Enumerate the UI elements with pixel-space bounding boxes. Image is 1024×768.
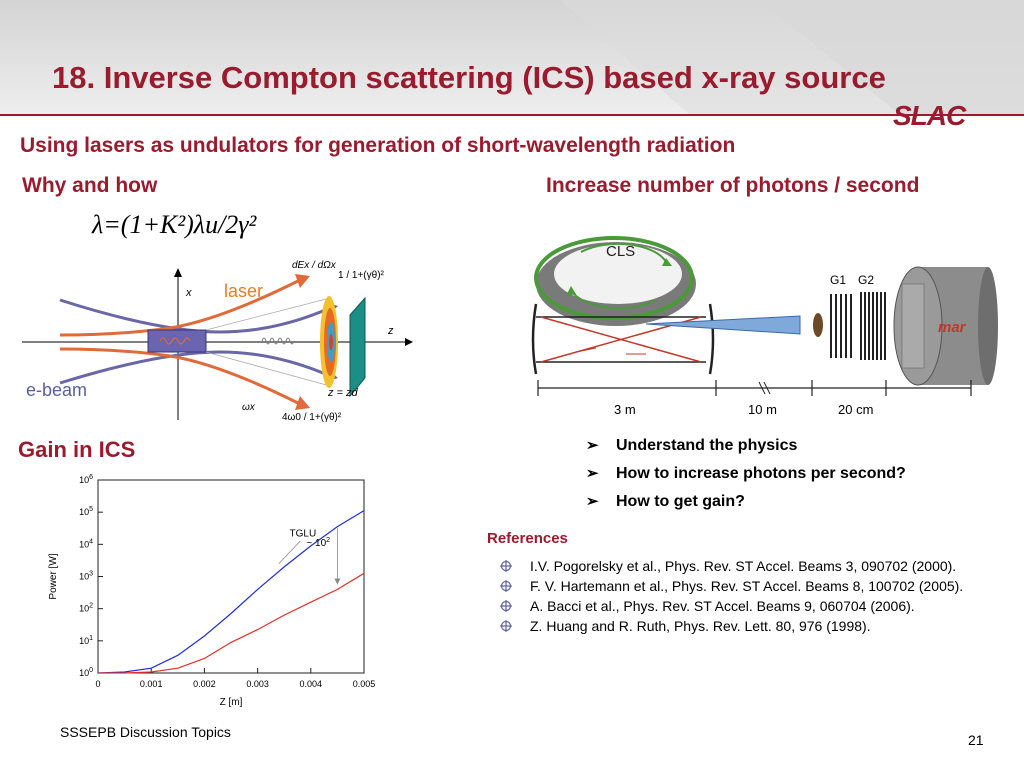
- header-decoration: [560, 0, 1024, 115]
- bullet-item: ➢How to get gain?: [586, 490, 906, 518]
- sample: [813, 313, 823, 337]
- y-tick-label: 103: [79, 571, 93, 582]
- section-gain: Gain in ICS: [18, 437, 136, 462]
- ebeam-label: e-beam: [26, 380, 87, 400]
- interaction-region: [147, 329, 207, 353]
- crosshair-bullet-icon: [500, 600, 512, 612]
- laser-label: laser: [224, 281, 263, 301]
- y-tick-label: 105: [79, 506, 93, 517]
- reference-item: A. Bacci et al., Phys. Rev. ST Accel. Be…: [498, 596, 1008, 616]
- y-tick-label: 101: [79, 635, 93, 646]
- x-axis-label: Z [m]: [220, 697, 243, 708]
- slac-logo: SLAC: [893, 100, 966, 131]
- crosshair-bullet-icon: [500, 560, 512, 572]
- section-why-how: Why and how: [22, 174, 158, 197]
- bullet-item: ➢How to increase photons per second?: [586, 462, 906, 490]
- emitted-wave: [261, 337, 295, 345]
- arrow-bullet-icon: ➢: [586, 437, 599, 454]
- annotation-tglu: TGLU: [290, 528, 317, 539]
- grating-g2: [860, 292, 886, 360]
- ring-label: CLS: [606, 243, 635, 260]
- page-number: 21: [968, 732, 984, 748]
- x-tick-label: 0.003: [246, 679, 269, 689]
- storage-ring: [534, 236, 694, 320]
- tglu-pointer: [278, 540, 301, 564]
- laser-lower-curve: [59, 347, 301, 406]
- references-title: References: [487, 530, 568, 547]
- x-tick-label: 0.005: [353, 679, 376, 689]
- references-list: I.V. Pogorelsky et al., Phys. Rev. ST Ac…: [498, 556, 1008, 636]
- ebeam-lower-curve: [59, 350, 331, 385]
- bullet-item: ➢Understand the physics: [586, 434, 906, 462]
- z-axis-arrow: [405, 338, 413, 346]
- crosshair-bullet-icon: [500, 580, 512, 592]
- series-line-red: [98, 572, 365, 674]
- gain-arrow-head: [334, 578, 341, 585]
- gain-chart: 0 0.001 0.002 0.003 0.004 0.005 100 101 102 103 10…: [48, 474, 376, 708]
- laser-upper-curve: [59, 278, 301, 337]
- grating-g2-label: G2: [858, 273, 874, 287]
- wavelength-formula: λ=(1+K²)λu/2γ²: [92, 210, 257, 239]
- detector-screen: [349, 296, 366, 398]
- z-equals-zd: z = zd: [327, 387, 359, 399]
- arrow-bullet-icon: ➢: [586, 465, 599, 482]
- ebeam-upper-curve: [59, 298, 331, 334]
- footer-text: SSSEPB Discussion Topics: [60, 724, 231, 740]
- distance-10m: 10 m: [748, 402, 777, 417]
- series-line-blue: [97, 510, 365, 674]
- reference-item: I.V. Pogorelsky et al., Phys. Rev. ST Ac…: [498, 556, 1008, 576]
- grating-g1-label: G1: [830, 273, 846, 287]
- reference-item: F. V. Hartemann et al., Phys. Rev. ST Ac…: [498, 576, 1008, 596]
- axis-z-label: z: [387, 325, 394, 337]
- x-tick-label: 0.004: [300, 679, 323, 689]
- detector-label: mar: [938, 319, 967, 336]
- distance-20cm: 20 cm: [838, 402, 873, 417]
- cls-setup-diagram: CLS G1 G2 mar 3 m 10 m 20 cm: [531, 236, 998, 417]
- x-tick-label: 0.001: [140, 679, 163, 689]
- subtitle: Using lasers as undulators for generatio…: [20, 134, 736, 157]
- arrow-bullet-icon: ➢: [586, 493, 599, 510]
- y-axis-label: Power [W]: [48, 553, 59, 599]
- eq-bottom-left: ωx: [242, 402, 256, 413]
- page-title: 18. Inverse Compton scattering (ICS) bas…: [52, 60, 886, 95]
- x-axis-arrow: [174, 268, 182, 277]
- crosshair-bullet-icon: [500, 620, 512, 632]
- plot-frame: [97, 479, 365, 674]
- section-increase-photons: Increase number of photons / second: [546, 174, 920, 197]
- grating-g1: [830, 294, 852, 358]
- ics-geometry-diagram: x z dEx / dΩx 1 / 1+(γθ)² z = zd ωx 4ω0 …: [22, 260, 413, 423]
- y-tick-label: 104: [79, 538, 93, 549]
- key-questions-list: ➢Understand the physics ➢How to increase…: [586, 434, 906, 518]
- reference-item: Z. Huang and R. Ruth, Phys. Rev. Lett. 8…: [498, 616, 1008, 636]
- eq-bottom-right: 4ω0 / 1+(γθ)²: [282, 412, 342, 423]
- y-tick-label: 100: [79, 667, 93, 678]
- annotation-gain-factor: ~ 102: [306, 537, 330, 549]
- eq-top-right: 1 / 1+(γθ)²: [338, 270, 385, 281]
- eq-top-left: dEx / dΩx: [292, 260, 337, 271]
- x-tick-label: 0: [95, 679, 100, 689]
- xray-beam-cone: [645, 315, 801, 335]
- x-tick-label: 0.002: [193, 679, 216, 689]
- y-tick-label: 102: [79, 603, 93, 614]
- distance-3m: 3 m: [614, 402, 636, 417]
- axis-x-label: x: [185, 287, 192, 299]
- y-tick-label: 106: [79, 474, 93, 485]
- header-divider: [0, 114, 1024, 116]
